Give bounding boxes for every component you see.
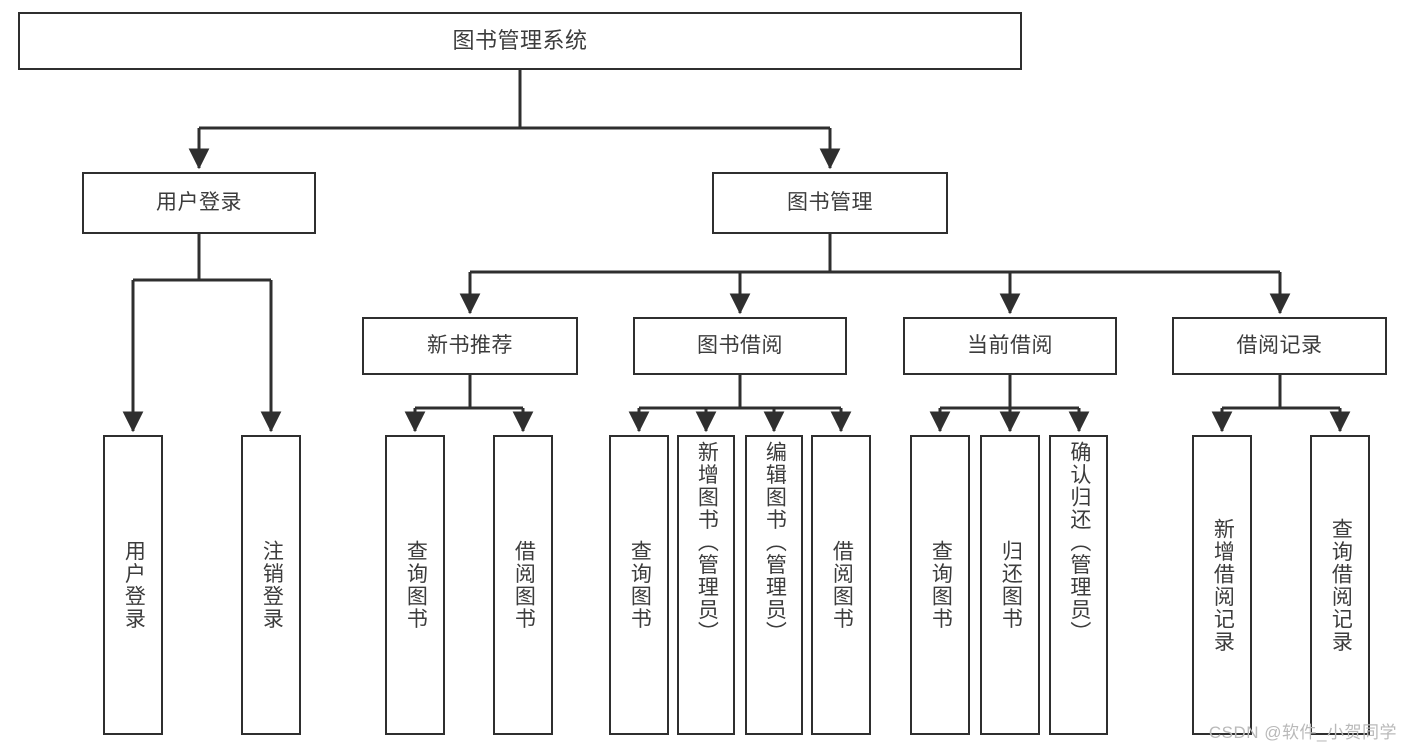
node-new-book-recommend[interactable]: 新书推荐 bbox=[362, 317, 578, 375]
node-leaf-query-book-2[interactable]: 查询图书 bbox=[609, 435, 669, 735]
node-label: 图书借阅 bbox=[697, 333, 783, 357]
node-label: 查询图书 bbox=[628, 540, 652, 630]
node-label: 新书推荐 bbox=[427, 333, 513, 357]
node-label: 归还图书 bbox=[999, 540, 1023, 630]
node-label: 查询图书 bbox=[929, 540, 953, 630]
node-label: 借阅图书 bbox=[830, 540, 854, 630]
node-leaf-query-book-1[interactable]: 查询图书 bbox=[385, 435, 445, 735]
csdn-watermark: CSDN @软件_小贺同学 bbox=[1208, 723, 1397, 742]
node-label: 图书管理系统 bbox=[452, 28, 588, 54]
node-label: 新增图书（管理员） bbox=[695, 441, 719, 644]
node-label: 借阅记录 bbox=[1236, 333, 1323, 357]
node-leaf-user-login[interactable]: 用户登录 bbox=[103, 435, 163, 735]
node-label: 新增借阅记录 bbox=[1211, 517, 1235, 653]
node-leaf-add-record[interactable]: 新增借阅记录 bbox=[1192, 435, 1252, 735]
node-label: 用户登录 bbox=[122, 540, 146, 630]
node-leaf-query-book-3[interactable]: 查询图书 bbox=[910, 435, 970, 735]
node-leaf-return-book[interactable]: 归还图书 bbox=[980, 435, 1040, 735]
node-leaf-borrow-book-1[interactable]: 借阅图书 bbox=[493, 435, 553, 735]
node-leaf-edit-book[interactable]: 编辑图书（管理员） bbox=[745, 435, 803, 735]
node-leaf-query-record[interactable]: 查询借阅记录 bbox=[1310, 435, 1370, 735]
node-book-borrow[interactable]: 图书借阅 bbox=[633, 317, 847, 375]
node-root-book-management-system[interactable]: 图书管理系统 bbox=[18, 12, 1022, 70]
node-leaf-borrow-book-2[interactable]: 借阅图书 bbox=[811, 435, 871, 735]
node-label: 编辑图书（管理员） bbox=[763, 441, 787, 644]
node-label: 查询图书 bbox=[404, 540, 428, 630]
node-label: 注销登录 bbox=[260, 540, 284, 630]
node-label: 当前借阅 bbox=[967, 333, 1053, 357]
node-label: 借阅图书 bbox=[512, 540, 536, 630]
node-leaf-add-book[interactable]: 新增图书（管理员） bbox=[677, 435, 735, 735]
node-label: 查询借阅记录 bbox=[1329, 517, 1353, 653]
node-label: 图书管理 bbox=[787, 190, 873, 214]
node-borrow-record[interactable]: 借阅记录 bbox=[1172, 317, 1387, 375]
node-book-management[interactable]: 图书管理 bbox=[712, 172, 948, 234]
node-label: 用户登录 bbox=[156, 190, 242, 214]
node-current-borrow[interactable]: 当前借阅 bbox=[903, 317, 1117, 375]
node-leaf-confirm-return[interactable]: 确认归还（管理员） bbox=[1049, 435, 1108, 735]
node-leaf-logout-login[interactable]: 注销登录 bbox=[241, 435, 301, 735]
node-label: 确认归还（管理员） bbox=[1067, 441, 1091, 644]
node-user-login[interactable]: 用户登录 bbox=[82, 172, 316, 234]
